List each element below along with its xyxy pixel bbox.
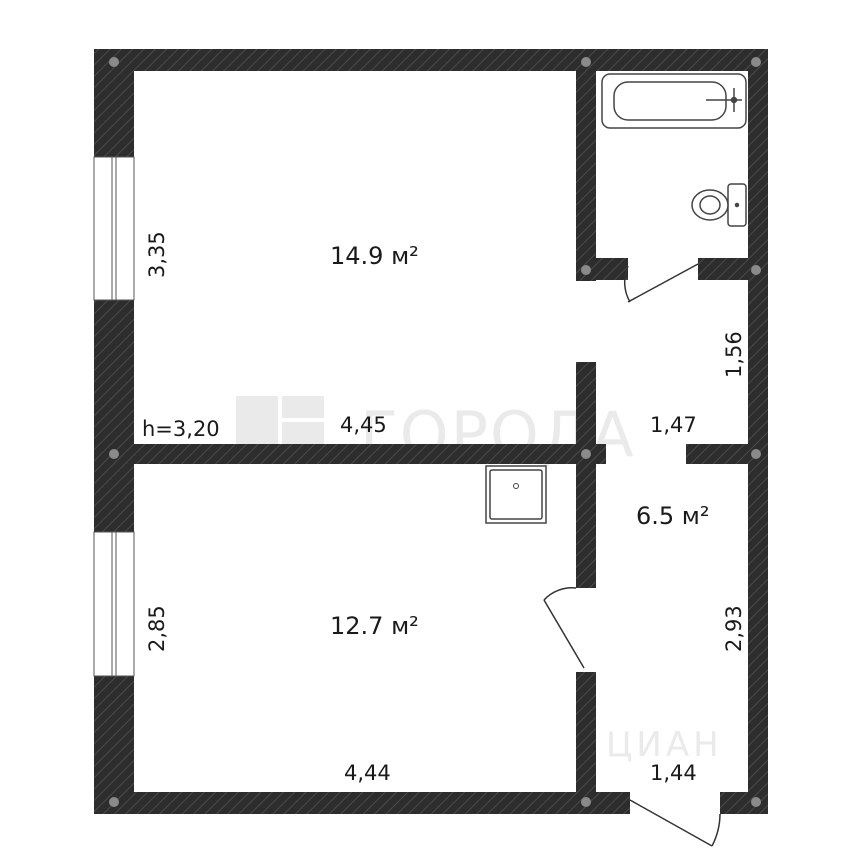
walls xyxy=(94,49,768,814)
wall-node xyxy=(109,57,119,67)
door-kitchen xyxy=(543,587,585,669)
doors xyxy=(543,263,721,847)
toilet xyxy=(691,183,747,227)
wall-node xyxy=(751,57,761,67)
wall-bathroom-bottom-right xyxy=(698,258,768,280)
window-living-room xyxy=(93,156,135,301)
dimension-corridor-upper-height: 1,56 xyxy=(722,331,746,378)
wall-left-middle xyxy=(94,300,134,532)
watermark-logo-block xyxy=(282,396,324,418)
room-area-living-room: 14.9 м² xyxy=(330,242,419,270)
wall-bathroom-bottom-left xyxy=(576,258,628,280)
dimension-corridor-width: 1,47 xyxy=(650,413,697,437)
wall-left-bottom xyxy=(94,676,134,814)
dimension-kitchen-width: 4,44 xyxy=(344,761,391,785)
wall-node xyxy=(581,797,591,807)
wall-top xyxy=(94,49,768,71)
wall-nodes xyxy=(109,57,761,807)
ceiling-height-label: h=3,20 xyxy=(142,417,220,441)
room-labels: 14.9 м² 12.7 м² 6.5 м² xyxy=(330,242,710,640)
dimension-living-room-width: 4,45 xyxy=(340,413,387,437)
wall-middle-partition-right xyxy=(686,444,768,464)
wall-corridor-lower xyxy=(576,672,596,814)
window-kitchen xyxy=(93,531,135,677)
wall-node xyxy=(581,57,591,67)
dimension-hallway-height: 2,93 xyxy=(722,605,746,652)
door-bathroom xyxy=(623,263,699,303)
dimension-kitchen-height: 2,85 xyxy=(145,605,169,652)
wall-node xyxy=(581,449,591,459)
wall-node xyxy=(581,265,591,275)
wall-node xyxy=(751,449,761,459)
wall-bathroom-left xyxy=(576,49,596,281)
wall-node xyxy=(109,449,119,459)
wall-right-upper xyxy=(748,49,768,281)
wall-node xyxy=(751,265,761,275)
sink xyxy=(485,465,547,524)
windows xyxy=(93,156,135,677)
bathtub xyxy=(601,73,747,129)
dimension-labels: 3,35 4,45 h=3,20 2,85 4,44 1,56 1,47 2,9… xyxy=(142,231,746,785)
dimension-living-room-height: 3,35 xyxy=(145,231,169,278)
door-entrance xyxy=(629,799,721,847)
dimension-hallway-width: 1,44 xyxy=(650,761,697,785)
room-area-kitchen: 12.7 м² xyxy=(330,612,419,640)
watermark-secondary-text: ЦИАН xyxy=(606,725,723,765)
wall-corridor-upper xyxy=(576,362,596,588)
wall-bottom-left xyxy=(94,792,630,814)
wall-right-lower xyxy=(748,258,768,814)
wall-middle-partition xyxy=(134,444,606,464)
wall-node xyxy=(109,797,119,807)
room-area-hallway: 6.5 м² xyxy=(636,502,710,530)
wall-node xyxy=(751,797,761,807)
